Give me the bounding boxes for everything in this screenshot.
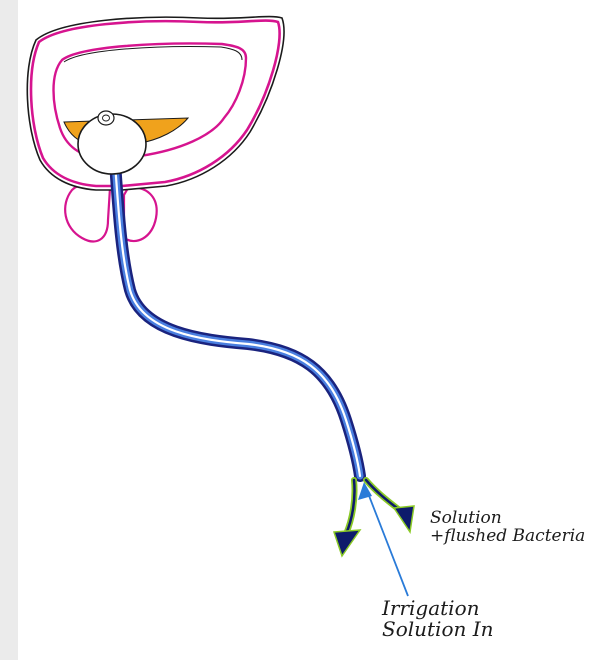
inflow-label-line1: Irrigation [382, 598, 494, 619]
prostate-shape [65, 184, 157, 242]
inflow-label-line2: Solution In [382, 619, 494, 640]
outflow-arrow-left [334, 480, 360, 556]
outflow-label-line2: +flushed Bacteria [430, 528, 585, 546]
outflow-label: Solution +flushed Bacteria [430, 510, 585, 546]
inflow-label: Irrigation Solution In [382, 598, 494, 640]
